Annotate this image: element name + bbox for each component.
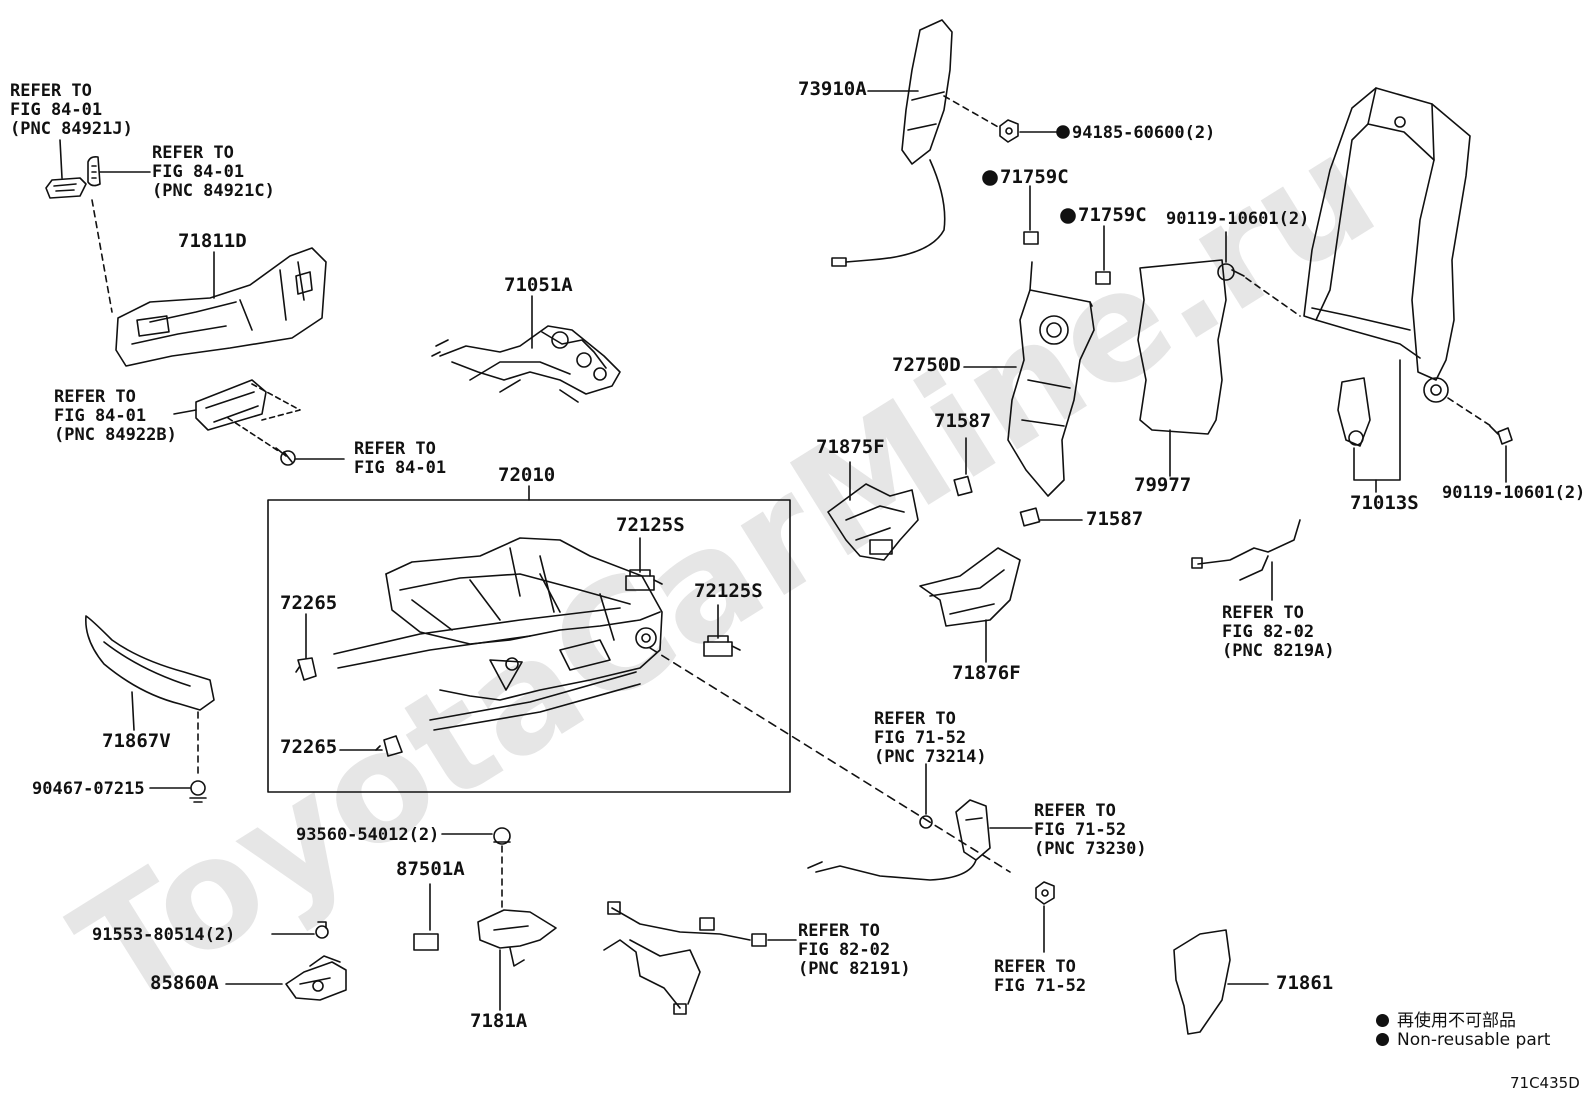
label-72265-a: 72265 [280, 592, 338, 614]
dash-90119-a [1245, 277, 1301, 317]
cover-bracket-84922B [195, 379, 267, 431]
legend-dot-icon [1376, 1014, 1389, 1027]
clip-72265-a [295, 657, 317, 681]
label-72010: 72010 [498, 464, 556, 486]
dash-switch [91, 199, 113, 313]
label-79977: 79977 [1134, 474, 1192, 496]
side-cover-71867V [85, 615, 215, 711]
label-72125S-b: 72125S [694, 580, 763, 602]
label-91553-80514: 91553-80514(2) [92, 925, 236, 945]
label-90119-10601-b: 90119-10601(2) [1442, 483, 1586, 503]
bolt-90119-b [1489, 425, 1513, 445]
clip-71759C-b [1095, 271, 1111, 285]
dash-screw [227, 417, 281, 453]
label-90467-07215: 90467-07215 [32, 779, 145, 799]
seat-adjuster-72010 [333, 537, 663, 731]
seatback-board-72750D [1007, 261, 1095, 497]
dash-seat-to-buckle [649, 647, 1011, 873]
harness-71051A [431, 325, 621, 403]
buckle-73230 [807, 799, 991, 881]
label-refer-fig7152: REFER TO FIG 71-52 [994, 957, 1087, 996]
label-71861: 71861 [1276, 972, 1334, 994]
harness-82191 [603, 901, 767, 1015]
nonreusable-dot-71759C-a [982, 170, 998, 186]
legend-line-en: Non-reusable part [1376, 1030, 1550, 1050]
switch-knob-84921J [45, 177, 87, 199]
legend-line-jp: 再使用不可部品 [1376, 1006, 1516, 1031]
washer-73214 [919, 815, 933, 829]
clip-72265-b [375, 735, 403, 757]
cover-71875F [827, 483, 919, 561]
label-71051A: 71051A [504, 274, 573, 296]
switch-knob-84921C [87, 156, 101, 187]
clip-71587-b [1019, 507, 1041, 527]
label-refer-8219A: REFER TO FIG 82-02 (PNC 8219A) [1222, 603, 1335, 661]
bolt-93560-54012 [493, 827, 511, 845]
clip-71759C-a [1023, 231, 1039, 245]
label-refer-fig8401: REFER TO FIG 84-01 [354, 439, 447, 478]
label-refer-84922B: REFER TO FIG 84-01 (PNC 84922B) [54, 387, 177, 445]
screw-fig8401 [275, 447, 296, 466]
label-71759C-b: 71759C [1078, 204, 1147, 226]
nonreusable-dot-94185 [1056, 125, 1070, 139]
label-refer-84921C: REFER TO FIG 84-01 (PNC 84921C) [152, 143, 275, 201]
figure-code: 71C435D [1510, 1074, 1580, 1092]
clip-72125S-b [703, 635, 741, 657]
label-85860A: 85860A [150, 972, 219, 994]
seatback-frame-71013S [1303, 87, 1471, 403]
label-71013S: 71013S [1350, 492, 1419, 514]
screw-91553-80514 [315, 921, 329, 939]
label-72125S-a: 72125S [616, 514, 685, 536]
label-refer-84921J: REFER TO FIG 84-01 (PNC 84921J) [10, 81, 133, 139]
label-7181A: 7181A [470, 1010, 528, 1032]
label-72265-b: 72265 [280, 736, 338, 758]
connector-87501A [413, 933, 439, 951]
label-93560-54012: 93560-54012(2) [296, 825, 440, 845]
nut-fig7152 [1035, 881, 1055, 905]
dash-airbag-nut [943, 95, 1001, 129]
label-90119-10601-a: 90119-10601(2) [1166, 209, 1310, 229]
bracket-71013S [1353, 359, 1401, 481]
label-94185-60600: 94185-60600(2) [1072, 123, 1216, 143]
label-71587-a: 71587 [934, 410, 992, 432]
cover-71876F [919, 547, 1021, 627]
nonreusable-dot-71759C-b [1060, 208, 1076, 224]
lumbar-switch-7181A [477, 909, 557, 967]
assembly-72010-box [267, 499, 791, 793]
label-71759C-a: 71759C [1000, 166, 1069, 188]
wire-8219A [1191, 519, 1301, 581]
back-pad-79977 [1137, 259, 1227, 435]
bolt-90119-a [1217, 263, 1245, 281]
label-71876F: 71876F [952, 662, 1021, 684]
legend-dot-icon [1376, 1033, 1389, 1046]
leader-71867V [131, 691, 135, 731]
side-airbag-73910A [831, 19, 953, 267]
label-71587-b: 71587 [1086, 508, 1144, 530]
clip-71587-a [953, 475, 973, 497]
dash-84922B [251, 383, 301, 421]
label-71811D: 71811D [178, 230, 247, 252]
leader-84922B [173, 409, 197, 415]
label-refer-73230: REFER TO FIG 71-52 (PNC 73230) [1034, 801, 1147, 859]
label-refer-82191: REFER TO FIG 82-02 (PNC 82191) [798, 921, 911, 979]
leader-84921J [59, 139, 63, 179]
motor-85860A [285, 955, 347, 1001]
label-71867V: 71867V [102, 730, 171, 752]
label-71875F: 71875F [816, 436, 885, 458]
label-refer-73214: REFER TO FIG 71-52 (PNC 73214) [874, 709, 987, 767]
label-72750D: 72750D [892, 354, 961, 376]
cushion-shield-71811D [115, 247, 327, 367]
recliner-motor-71013S [1337, 377, 1371, 447]
dash-90119-b [1447, 397, 1495, 429]
clip-90467-07215 [189, 780, 207, 803]
label-73910A: 73910A [798, 78, 867, 100]
cover-71861 [1173, 929, 1231, 1035]
label-87501A: 87501A [396, 858, 465, 880]
nut-94185-60600 [999, 119, 1019, 143]
